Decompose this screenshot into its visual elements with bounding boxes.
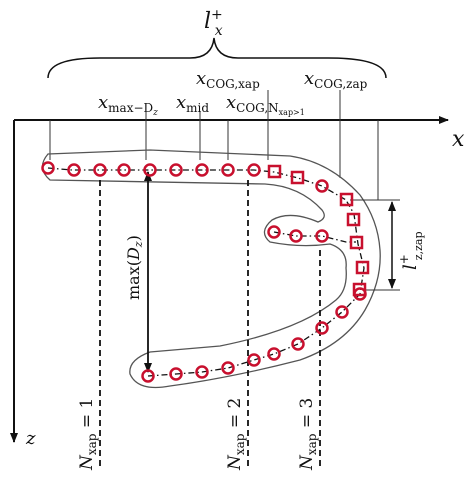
circle-marker [169, 163, 183, 177]
square-marker [290, 170, 305, 185]
label-x-mid: xmid [176, 92, 209, 115]
circle-marker [195, 163, 209, 177]
circle-marker [117, 163, 131, 177]
circle-marker [267, 225, 281, 239]
circle-marker [267, 347, 281, 361]
top-chain-line [47, 167, 347, 201]
circle-marker [141, 369, 155, 383]
circle-marker [247, 353, 261, 367]
circle-marker [143, 163, 157, 177]
circle-marker [247, 163, 261, 177]
label-lx-plus: l+x [204, 7, 223, 39]
label-nxap-3: Nxap = 3 [297, 398, 319, 471]
circle-marker [315, 321, 329, 335]
label-nxap-2: Nxap = 2 [225, 398, 247, 471]
circle-marker [315, 179, 329, 193]
square-marker [352, 282, 367, 297]
square-marker [349, 235, 364, 250]
circle-marker [195, 365, 209, 379]
inner-chain-line [273, 231, 356, 243]
circle-marker [335, 305, 349, 319]
label-x-cog-zap: xCOG,zap [304, 68, 368, 91]
circle-marker [315, 229, 329, 243]
circle-markers [41, 161, 367, 383]
square-markers [267, 164, 370, 297]
label-x-cog-xap: xCOG,xap [196, 68, 260, 91]
square-marker [346, 212, 361, 227]
circle-marker [67, 163, 81, 177]
circle-marker [221, 163, 235, 177]
particle-outline [41, 149, 381, 389]
label-lz-zap: l+z,zap [397, 231, 425, 270]
circle-marker [291, 337, 305, 351]
lx-brace [47, 37, 387, 79]
square-marker [267, 164, 282, 179]
z-axis-label: z [25, 428, 36, 449]
label-x-cog-nxap: xCOG,Nxap>1 [226, 92, 305, 117]
x-axis-label: x [452, 127, 465, 152]
label-x-max-dz: xmax−Dz [98, 92, 158, 118]
circle-marker [221, 361, 235, 375]
label-nxap-1: Nxap = 1 [77, 398, 99, 471]
circle-marker [289, 229, 303, 243]
square-marker [339, 192, 354, 207]
label-max-dz: max(Dz) [124, 235, 145, 300]
circle-marker [169, 367, 183, 381]
circle-marker [41, 161, 55, 175]
circle-marker [93, 163, 107, 177]
square-marker [355, 260, 370, 275]
